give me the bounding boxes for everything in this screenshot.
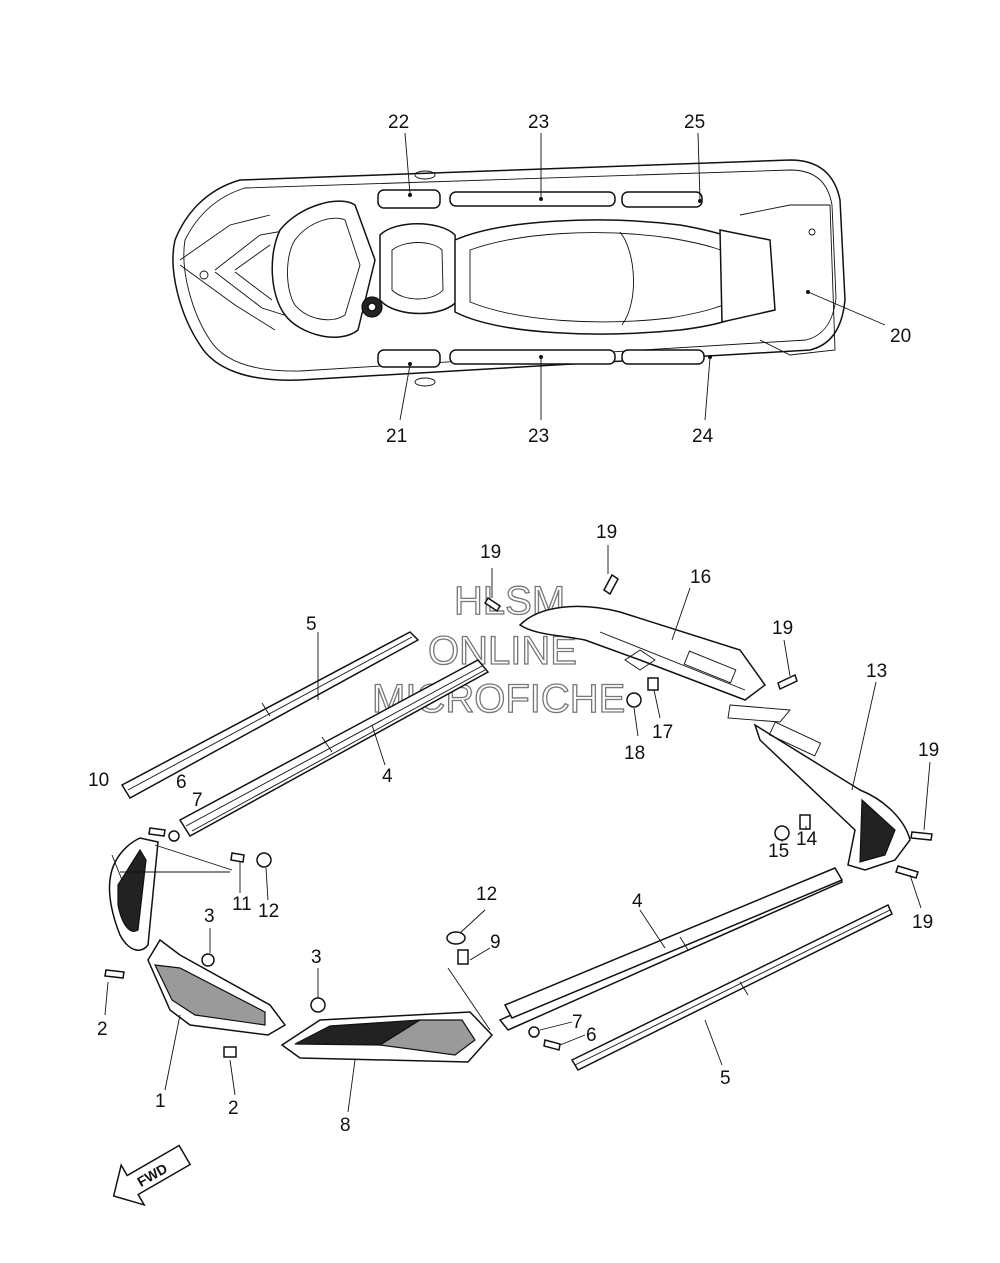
fasteners <box>104 573 933 1058</box>
callout-13: 13 <box>866 661 887 682</box>
callout-22: 22 <box>388 112 409 133</box>
watermark-line-1: HLSM <box>454 579 565 623</box>
callout-10: 10 <box>88 770 109 791</box>
callout-21: 21 <box>386 426 407 447</box>
callout-19-b: 19 <box>596 522 617 543</box>
watermark: HLSM ONLINE MICROFICHE <box>371 578 626 721</box>
callout-18: 18 <box>624 743 645 764</box>
callout-3-left: 3 <box>204 906 215 927</box>
rail-right-4 <box>498 867 844 1031</box>
fwd-arrow-icon: FWD <box>112 1144 192 1207</box>
rail-left-4 <box>178 659 490 837</box>
callout-12-left: 12 <box>258 901 279 922</box>
callout-1: 1 <box>155 1091 166 1112</box>
callout-14: 14 <box>796 829 818 850</box>
callout-7-right: 7 <box>572 1012 583 1033</box>
callout-19-a: 19 <box>480 542 501 563</box>
rail-left-5 <box>120 631 420 800</box>
callout-23-bottom: 23 <box>528 426 549 447</box>
watermark-line-2: ONLINE <box>428 629 577 673</box>
callout-3-mid: 3 <box>311 947 322 968</box>
top-callouts: 22 23 25 20 21 23 24 <box>386 112 911 447</box>
nose-guard-1 <box>147 938 287 1036</box>
callout-19-e: 19 <box>912 912 933 933</box>
callout-19-d: 19 <box>918 740 939 761</box>
exploded-callouts: 5 4 10 6 7 11 12 3 3 2 1 2 8 12 9 4 7 6 … <box>88 522 939 1136</box>
callout-20: 20 <box>890 326 911 347</box>
callout-6-right: 6 <box>586 1025 597 1046</box>
callout-15: 15 <box>768 841 789 862</box>
callout-4-left: 4 <box>382 766 393 787</box>
callout-4-right: 4 <box>632 891 643 912</box>
callout-25: 25 <box>684 112 705 133</box>
callout-7-left: 7 <box>192 790 203 811</box>
rail-right-5 <box>570 903 893 1071</box>
bumper-front-left-10 <box>108 837 159 951</box>
callout-8: 8 <box>340 1115 351 1136</box>
watermark-line-3: MICROFICHE <box>372 677 625 721</box>
watercraft-top-view <box>172 159 846 387</box>
callout-9: 9 <box>490 932 501 953</box>
callout-24: 24 <box>692 426 714 447</box>
callout-23-top: 23 <box>528 112 549 133</box>
callout-5-right: 5 <box>720 1068 731 1089</box>
callout-16: 16 <box>690 567 711 588</box>
side-guard-8 <box>280 1011 494 1063</box>
callout-5-left: 5 <box>306 614 317 635</box>
callout-6-left: 6 <box>176 772 187 793</box>
callout-11: 11 <box>232 894 252 915</box>
callout-2-left: 2 <box>97 1019 108 1040</box>
callout-12-mid: 12 <box>476 884 497 905</box>
rear-bumper-16 <box>518 605 767 701</box>
callout-19-c: 19 <box>772 618 793 639</box>
rear-bumper-13 <box>753 721 911 871</box>
callout-2-bottom: 2 <box>228 1098 239 1119</box>
callout-17: 17 <box>652 722 673 743</box>
